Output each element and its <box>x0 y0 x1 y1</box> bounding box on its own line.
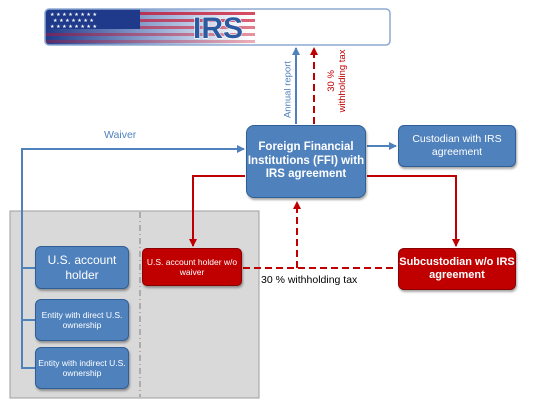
withholding-up-text: withholding tax <box>337 49 348 113</box>
ffi-box: Foreign Financial Institutions (FFI) wit… <box>246 125 366 198</box>
withholding-line-label: 30 % withholding tax <box>261 274 358 286</box>
irs-banner: ★ ★ ★ ★ ★ ★ ★ ★ ★ ★ ★ ★ ★ ★ ★ ★ ★ ★ ★ ★ … <box>44 8 391 46</box>
subcustodian-box: Subcustodian w/o IRS agreement <box>398 248 516 290</box>
ffi-to-subcustodian-arrow <box>367 175 460 247</box>
entity-indirect-connector <box>21 268 35 369</box>
custodian-label: Custodian with IRS agreement <box>412 133 502 158</box>
waiver-arrow <box>21 145 245 269</box>
flag-graphic: ★ ★ ★ ★ ★ ★ ★ ★ ★ ★ ★ ★ ★ ★ ★ ★ ★ ★ ★ ★ … <box>45 9 390 45</box>
red-connectors <box>189 47 460 269</box>
ffi-label: Foreign Financial Institutions (FFI) wit… <box>247 140 365 181</box>
waiver-label: Waiver <box>104 129 137 141</box>
withholding-up-label: 30 % withholding tax <box>326 41 349 121</box>
holder-without-waiver-label: U.S. account holder w/o waiver <box>146 256 238 277</box>
entity-indirect-box: Entity with indirect U.S. ownership <box>35 347 129 389</box>
us-account-holder-label: U.S. account holder <box>47 253 117 282</box>
subcustodian-label: Subcustodian w/o IRS agreement <box>399 255 515 281</box>
svg-text:★ ★ ★ ★ ★ ★ ★ ★: ★ ★ ★ ★ ★ ★ ★ ★ <box>50 12 98 18</box>
irs-title: IRS <box>193 12 243 45</box>
blue-connectors <box>21 47 397 369</box>
custodian-box: Custodian with IRS agreement <box>398 125 516 167</box>
holder-without-waiver-box: U.S. account holder w/o waiver <box>142 248 242 286</box>
ffi-to-holder-arrow <box>189 175 245 247</box>
svg-text:★ ★ ★ ★ ★ ★ ★: ★ ★ ★ ★ ★ ★ ★ <box>53 18 94 24</box>
entity-direct-label: Entity with direct U.S. ownership <box>41 309 123 330</box>
entity-indirect-label: Entity with indirect U.S. ownership <box>38 357 126 378</box>
svg-text:★ ★ ★ ★ ★ ★ ★ ★: ★ ★ ★ ★ ★ ★ ★ ★ <box>50 24 98 30</box>
us-account-holder-box: U.S. account holder <box>35 246 129 289</box>
annual-report-label: Annual report <box>282 60 294 119</box>
entity-direct-box: Entity with direct U.S. ownership <box>35 299 129 341</box>
